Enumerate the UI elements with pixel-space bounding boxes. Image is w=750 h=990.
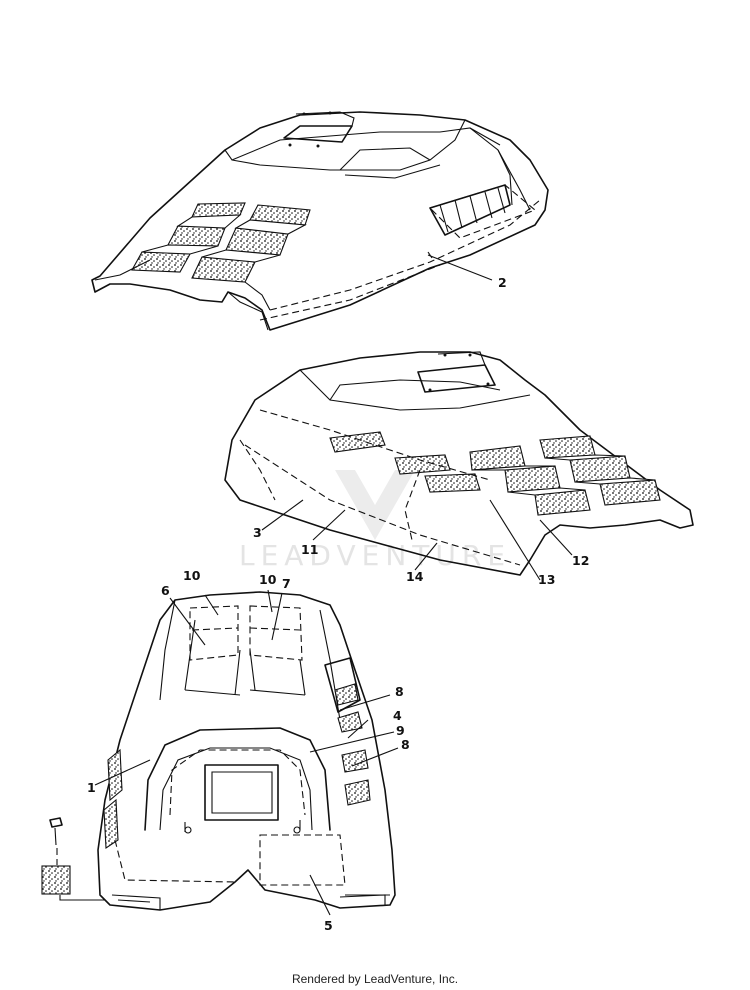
bolt-icon	[49, 817, 63, 846]
callout-9: 9	[396, 723, 405, 738]
callout-12: 11	[301, 542, 318, 557]
callout-10b: 10	[259, 572, 277, 587]
callout-2: 2	[498, 275, 507, 290]
callout-8a: 8	[395, 684, 404, 699]
callout-10a: 10	[183, 568, 201, 583]
callout-4: 4	[393, 708, 402, 723]
callout-11: 12	[572, 553, 589, 568]
callout-3: 3	[253, 525, 262, 540]
callout-5: 5	[324, 918, 333, 933]
callout-14: 14	[406, 569, 424, 584]
watermark-text: LEADVENTURE	[239, 539, 511, 572]
hood-top-view	[91, 111, 549, 331]
callout-8b: 8	[401, 737, 410, 752]
hood-middle-view	[224, 351, 694, 581]
callout-6: 6	[161, 583, 170, 598]
watermark: LEADVENTURE	[239, 470, 511, 572]
callout-13: 13	[538, 572, 555, 587]
callout-1: 1	[87, 780, 96, 795]
callout-7: 7	[282, 576, 291, 591]
foam-pad	[41, 865, 71, 895]
hood-bottom-view	[41, 589, 399, 916]
callout-labels: 2 3 11 14 13 12 10 10 7 6 8 4 9 8 1 5	[87, 275, 589, 933]
footer-credit: Rendered by LeadVenture, Inc.	[291, 972, 459, 986]
